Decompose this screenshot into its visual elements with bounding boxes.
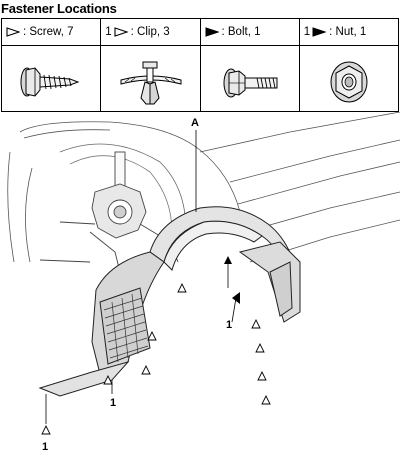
fastener-legend-table: : Screw, 7 [1,18,399,112]
clip-marker [103,374,113,385]
nut-marker [232,292,240,304]
screw-icon [20,67,80,97]
screw-marker [41,424,51,435]
fastener-prefix-clip: 1 [105,26,112,38]
open-triangle-icon [6,27,20,37]
screw-marker [177,282,187,293]
screw-marker [261,394,271,405]
screw-marker [141,364,151,375]
screw-marker [255,342,265,353]
nut-icon [330,61,368,103]
fastener-cell-bolt: : Bolt, 1 [200,19,300,111]
clip-icon [120,61,182,105]
bolt-marker [224,256,232,264]
leader-lines [45,130,237,424]
fastener-label-clip: : Clip, 3 [130,26,170,38]
fastener-cell-nut: 1 : Nut, 1 [299,19,398,111]
open-triangle-icon [114,27,128,37]
callout-1-center: 1 [226,319,232,331]
front-wheel-guard [38,206,301,397]
filled-triangle-icon [312,27,327,37]
screw-marker [147,330,157,341]
filled-triangle-icon [205,27,219,37]
fastener-markers [41,256,271,435]
fastener-header-screw: : Screw, 7 [2,19,101,46]
fastener-label-screw: : Screw, 7 [23,26,74,38]
fastener-header-nut: 1 : Nut, 1 [299,19,398,46]
fastener-cell-screw: : Screw, 7 [2,19,102,111]
fastener-cell-clip: 1 : Clip, 3 [101,19,201,111]
fastener-prefix-nut: 1 [303,26,311,38]
screw-marker [251,318,261,329]
fastener-header-clip: 1 : Clip, 3 [101,19,200,46]
callout-1-lower: 1 [110,397,116,409]
page-title: Fastener Locations [1,1,117,16]
fastener-header-bolt: : Bolt, 1 [200,19,299,46]
knuckle-assembly [39,151,179,273]
vehicle-body-outline [7,112,401,263]
bolt-icon [223,68,277,98]
fastener-label-nut: : Nut, 1 [329,26,367,38]
screw-marker [257,370,267,381]
callout-1-bottom: 1 [42,441,48,453]
view-a-label: A [191,117,199,129]
wheel-guard-exploded-diagram: A 1 1 1 [7,112,401,453]
fastener-label-bolt: : Bolt, 1 [221,26,261,38]
